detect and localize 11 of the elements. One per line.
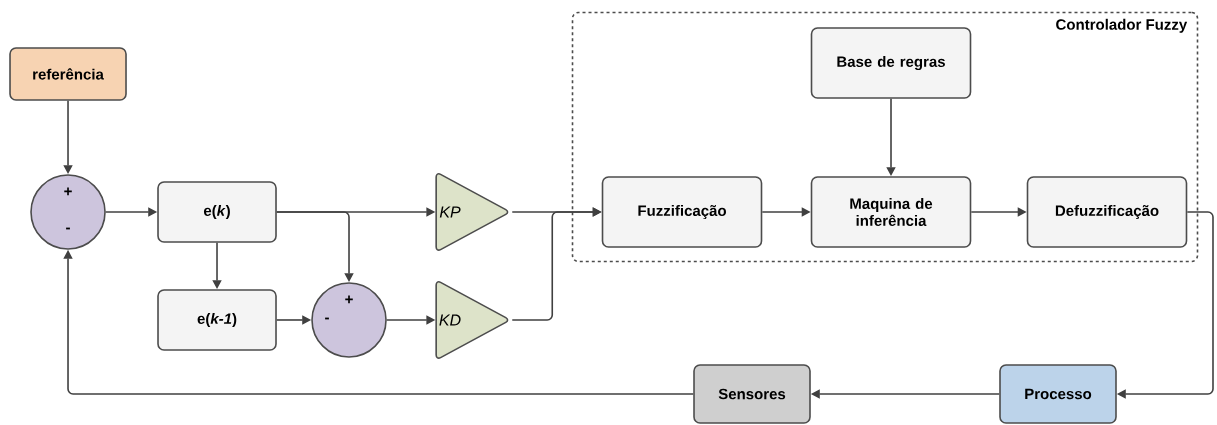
process-box: Base de regras [810,27,972,99]
process-box: Defuzzificação [1026,176,1188,248]
gain-triangle: KD [435,281,509,359]
process-box: Fuzzificação [601,176,763,248]
process-box: e(k) [157,181,277,243]
process-box: e(k-1) [157,289,277,351]
process-box: Maquina de inferência [810,176,972,248]
gain-triangle: KP [435,173,509,251]
process-box: Processo [999,364,1117,424]
process-box: Sensores [693,364,811,424]
reference-box: referência [9,47,127,101]
